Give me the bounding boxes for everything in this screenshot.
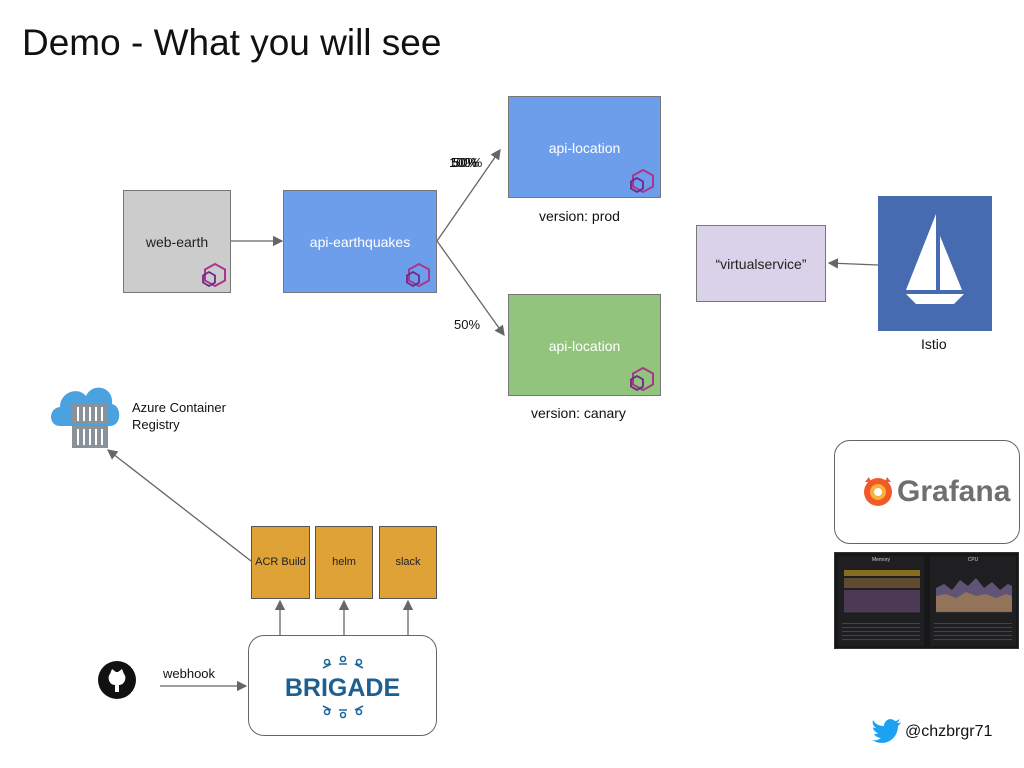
twitter-handle: @chzbrgr71 xyxy=(905,723,993,740)
envoy-icon xyxy=(406,262,430,288)
istio-logo xyxy=(878,196,992,331)
twitter-bird-icon xyxy=(872,719,901,743)
arrow-to-canary xyxy=(436,240,505,337)
arrow-istio-to-vs xyxy=(827,258,879,269)
azure-container-registry-icon xyxy=(51,387,120,448)
envoy-icon xyxy=(202,262,226,288)
api-location-prod-node: api-location xyxy=(508,96,661,198)
virtualservice-node: “virtualservice” xyxy=(696,225,826,302)
web-earth-label: web-earth xyxy=(145,234,209,250)
web-earth-node: web-earth xyxy=(123,190,231,293)
acr-caption: Azure Container Registry xyxy=(132,400,226,432)
brigade-ornament-icon xyxy=(322,655,364,719)
api-location-prod-label: api-location xyxy=(548,140,621,156)
traffic-label-prod-a: 100% xyxy=(449,155,483,170)
brigade-logo-text: BRIGADE xyxy=(284,674,401,702)
envoy-icon xyxy=(630,366,654,392)
memory-panel-title: Memory xyxy=(871,557,891,563)
grafana-swirl-icon xyxy=(864,477,892,506)
slide-title: Demo - What you will see xyxy=(22,22,442,63)
memory-panel: Memory xyxy=(838,556,924,646)
grafana-dashboard-thumbnail: Memory CPU xyxy=(834,552,1019,649)
grafana-logo-box: Grafana xyxy=(834,440,1020,544)
api-location-canary-node: api-location xyxy=(508,294,661,396)
api-earthquakes-label: api-earthquakes xyxy=(309,234,411,250)
prod-version-caption: version: prod xyxy=(539,208,620,224)
traffic-label-prod-b: 50% xyxy=(451,155,478,170)
cpu-panel: CPU xyxy=(930,556,1016,646)
envoy-icon xyxy=(630,168,654,194)
slack-tool: slack xyxy=(379,526,437,599)
cpu-panel-title: CPU xyxy=(967,557,979,563)
memory-graph xyxy=(844,570,920,613)
api-earthquakes-node: api-earthquakes xyxy=(283,190,437,293)
virtualservice-label: “virtualservice” xyxy=(715,256,807,272)
arrow-acr-to-registry xyxy=(106,449,252,562)
traffic-label-canary: 50% xyxy=(454,317,481,332)
canary-version-caption: version: canary xyxy=(531,405,626,421)
cpu-graph xyxy=(936,578,1012,613)
api-location-canary-label: api-location xyxy=(548,338,621,354)
memory-legend xyxy=(842,620,920,642)
acr-build-tool: ACR Build xyxy=(251,526,310,599)
brigade-box: BRIGADE xyxy=(248,635,437,736)
helm-tool: helm xyxy=(315,526,373,599)
traffic-label-prod-c: 50% xyxy=(453,155,480,170)
istio-sail-icon xyxy=(906,214,964,304)
grafana-logo-text: Grafana xyxy=(897,475,1011,508)
cpu-legend xyxy=(934,620,1012,642)
github-icon xyxy=(98,661,136,699)
istio-caption: Istio xyxy=(921,336,947,352)
arrow-to-prod xyxy=(436,148,501,242)
webhook-caption: webhook xyxy=(163,666,216,681)
